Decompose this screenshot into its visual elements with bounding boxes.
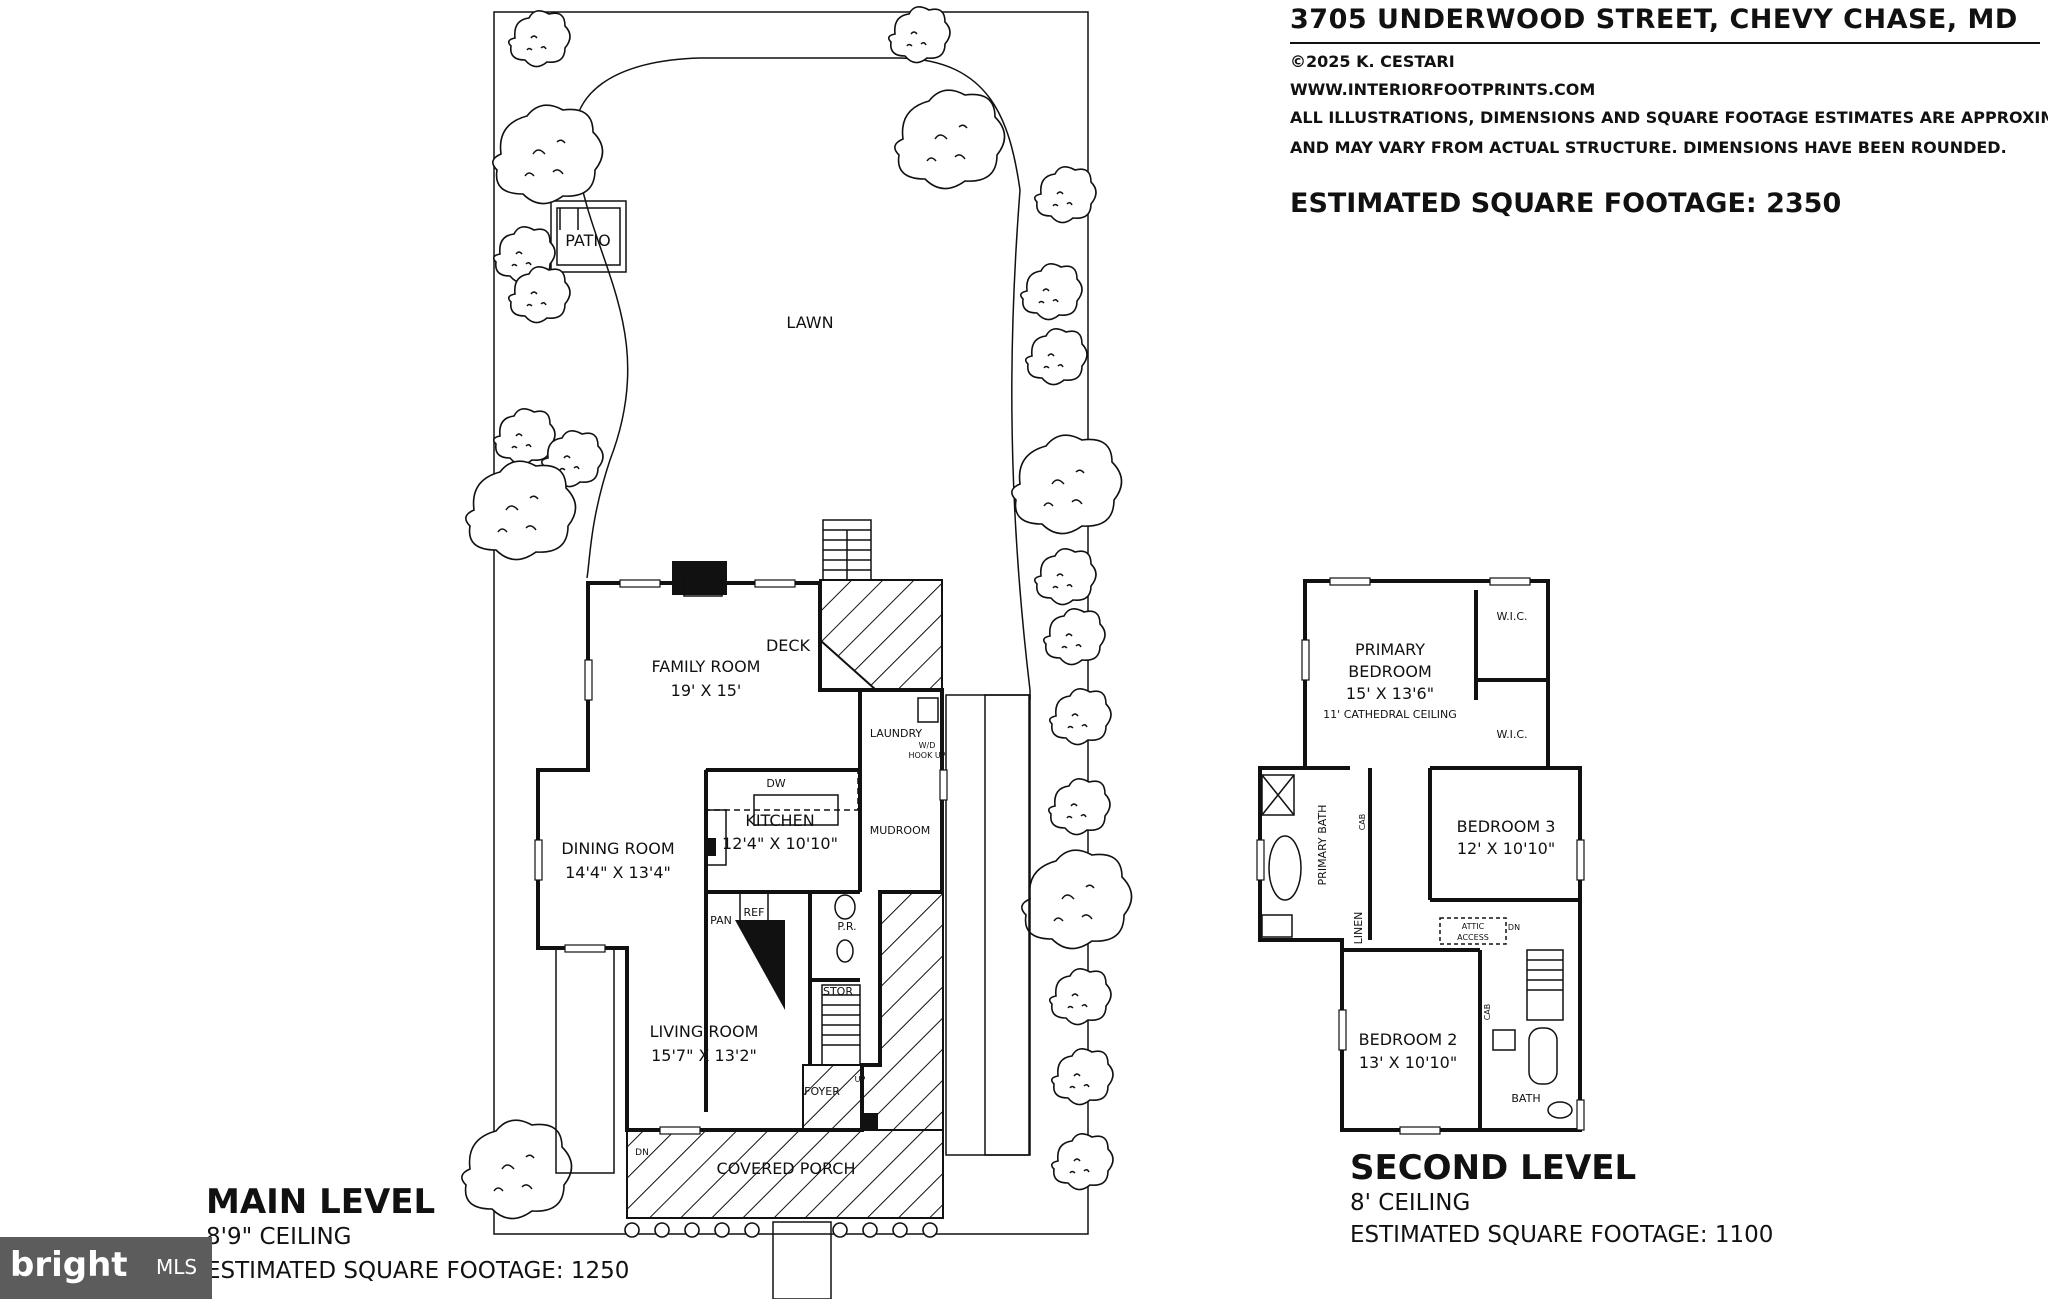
- ref-label: REF: [744, 906, 765, 919]
- dining-room-dim: 14'4" X 13'4": [565, 863, 671, 882]
- bath-label: BATH: [1511, 1092, 1540, 1105]
- wd-hookup-label-1: W/D: [919, 741, 936, 750]
- family-room-label: FAMILY ROOM: [652, 657, 761, 676]
- header-divider: [1290, 42, 2040, 44]
- kitchen-label: KITCHEN: [745, 811, 814, 830]
- second-level-ceiling: 8' CEILING: [1350, 1190, 1471, 1216]
- lawn-label: LAWN: [786, 313, 833, 332]
- cathedral-ceiling-label: 11' CATHEDRAL CEILING: [1323, 708, 1457, 721]
- total-square-footage: ESTIMATED SQUARE FOOTAGE: 2350: [1290, 188, 1842, 219]
- website-text: WWW.INTERIORFOOTPRINTS.COM: [1290, 80, 1596, 99]
- foyer-label: FOYER: [804, 1085, 840, 1098]
- address-title: 3705 UNDERWOOD STREET, CHEVY CHASE, MD: [1290, 4, 2018, 35]
- attic-label-1: ATTIC: [1462, 922, 1485, 931]
- bedroom3-label: BEDROOM 3: [1457, 817, 1556, 836]
- pantry-label: PAN: [710, 914, 732, 927]
- main-level-sqft: ESTIMATED SQUARE FOOTAGE: 1250: [206, 1258, 630, 1284]
- disclaimer-line-2: AND MAY VARY FROM ACTUAL STRUCTURE. DIME…: [1290, 138, 2007, 157]
- wic-bottom-label: W.I.C.: [1496, 728, 1527, 741]
- cab-label-1: CAB: [1358, 814, 1367, 831]
- primary-bedroom-dim: 15' X 13'6": [1346, 684, 1434, 703]
- kitchen-dim: 12'4" X 10'10": [722, 834, 838, 853]
- dining-room-label: DINING ROOM: [561, 839, 674, 858]
- window-marks: [534, 579, 948, 1135]
- bedroom3-dim: 12' X 10'10": [1457, 839, 1555, 858]
- logo-suffix: MLS: [156, 1255, 198, 1279]
- logo-brand: bright: [10, 1245, 128, 1285]
- wd-hookup-label-2: HOOK UP: [908, 751, 945, 760]
- primary-bedroom-label-1: PRIMARY: [1355, 640, 1425, 659]
- second-level-sqft: ESTIMATED SQUARE FOOTAGE: 1100: [1350, 1222, 1774, 1248]
- primary-bedroom-label-2: BEDROOM: [1348, 662, 1432, 681]
- gas-fp-label-2: FP: [697, 584, 710, 597]
- bright-mls-logo: bright MLS: [0, 1237, 212, 1299]
- attic-label-2: ACCESS: [1457, 933, 1489, 942]
- gas-fp-label-1: GAS: [691, 572, 714, 585]
- family-room-dim: 19' X 15': [671, 681, 742, 700]
- storage-label: STOR: [823, 985, 853, 998]
- main-level-title: MAIN LEVEL: [206, 1182, 436, 1222]
- dn-label: DN: [1508, 923, 1520, 932]
- dw-label: DW: [766, 777, 785, 790]
- linen-label: LINEN: [1352, 912, 1365, 945]
- stair-up-label: UP: [855, 1075, 866, 1084]
- covered-porch-label: COVERED PORCH: [717, 1159, 856, 1178]
- primary-bath-label: PRIMARY BATH: [1316, 805, 1329, 886]
- wic-top-label: W.I.C.: [1496, 610, 1527, 623]
- second-level-title: SECOND LEVEL: [1350, 1148, 1637, 1188]
- porch-dn-label: DN: [635, 1148, 649, 1158]
- powder-room-label: P.R.: [837, 920, 856, 933]
- tree-icons: [461, 5, 1133, 1220]
- patio-label: PATIO: [565, 231, 610, 250]
- cab-label-2: CAB: [1483, 1004, 1492, 1021]
- deck-label: DECK: [766, 636, 811, 655]
- shrub-icons: [624, 1222, 938, 1238]
- bedroom2-label: BEDROOM 2: [1359, 1030, 1458, 1049]
- main-level-ceiling: 8'9" CEILING: [206, 1224, 352, 1250]
- mudroom-label: MUDROOM: [870, 824, 930, 837]
- window-marks-second: [1256, 577, 1585, 1135]
- disclaimer-line-1: ALL ILLUSTRATIONS, DIMENSIONS AND SQUARE…: [1290, 108, 2048, 127]
- copyright-text: ©2025 K. CESTARI: [1290, 52, 1455, 71]
- living-room-dim: 15'7" X 13'2": [651, 1046, 757, 1065]
- living-room-label: LIVING ROOM: [650, 1022, 759, 1041]
- laundry-label: LAUNDRY: [870, 727, 923, 740]
- bedroom2-dim: 13' X 10'10": [1359, 1053, 1457, 1072]
